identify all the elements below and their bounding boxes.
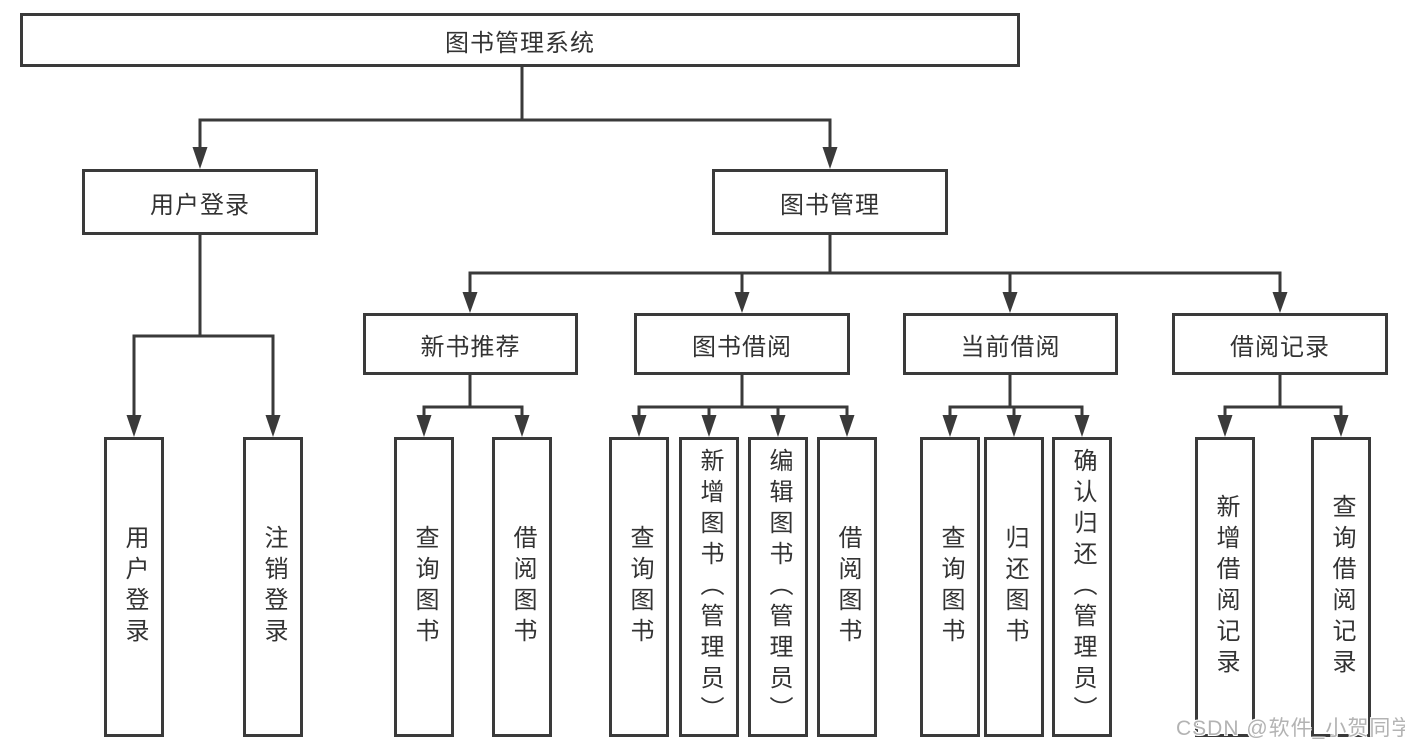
node-label: 注销登录 <box>260 525 287 649</box>
node-label: 当前借阅 <box>960 333 1061 361</box>
leaf-add-book-admin: 新增图书（管理员） <box>679 437 739 737</box>
node-user-login: 用户登录 <box>82 169 318 235</box>
leaf-user-login: 用户登录 <box>104 437 164 737</box>
leaf-query-borrow-record: 查询借阅记录 <box>1311 437 1371 737</box>
leaf-return-book: 归还图书 <box>984 437 1044 737</box>
node-label: 查询图书 <box>626 525 653 649</box>
leaf-confirm-return-admin: 确认归还（管理员） <box>1052 437 1112 737</box>
node-label: 用户登录 <box>150 191 250 219</box>
node-label: 确认归还（管理员） <box>1069 447 1096 727</box>
node-book-borrowing: 图书借阅 <box>634 313 850 375</box>
node-new-book-recommend: 新书推荐 <box>363 313 578 375</box>
leaf-query-books-current: 查询图书 <box>920 437 980 737</box>
node-label: 查询图书 <box>411 525 438 649</box>
leaf-logout: 注销登录 <box>243 437 303 737</box>
node-current-borrowing: 当前借阅 <box>903 313 1118 375</box>
node-borrow-records: 借阅记录 <box>1172 313 1388 375</box>
node-label: 借阅记录 <box>1230 333 1330 361</box>
node-label: 用户登录 <box>121 525 148 649</box>
node-label: 图书管理 <box>780 191 880 219</box>
node-label: 归还图书 <box>1001 525 1028 649</box>
leaf-add-borrow-record: 新增借阅记录 <box>1195 437 1255 737</box>
node-label: 查询图书 <box>937 525 964 649</box>
node-system-root: 图书管理系统 <box>20 13 1020 67</box>
node-label: 借阅图书 <box>834 525 861 649</box>
leaf-edit-book-admin: 编辑图书（管理员） <box>748 437 808 737</box>
leaf-query-books-borrow: 查询图书 <box>609 437 669 737</box>
node-label: 新书推荐 <box>420 333 521 361</box>
node-label: 新增图书（管理员） <box>696 447 723 727</box>
node-label: 新增借阅记录 <box>1212 494 1239 680</box>
node-label: 图书管理系统 <box>445 29 595 57</box>
watermark: CSDN @软件_小贺同学 <box>1176 717 1405 740</box>
node-label: 查询借阅记录 <box>1328 494 1355 680</box>
node-label: 图书借阅 <box>692 333 792 361</box>
node-book-management: 图书管理 <box>712 169 948 235</box>
node-label: 借阅图书 <box>509 525 536 649</box>
node-label: 编辑图书（管理员） <box>765 447 792 727</box>
leaf-borrow-books-recommend: 借阅图书 <box>492 437 552 737</box>
leaf-borrow-book: 借阅图书 <box>817 437 877 737</box>
leaf-query-books-recommend: 查询图书 <box>394 437 454 737</box>
